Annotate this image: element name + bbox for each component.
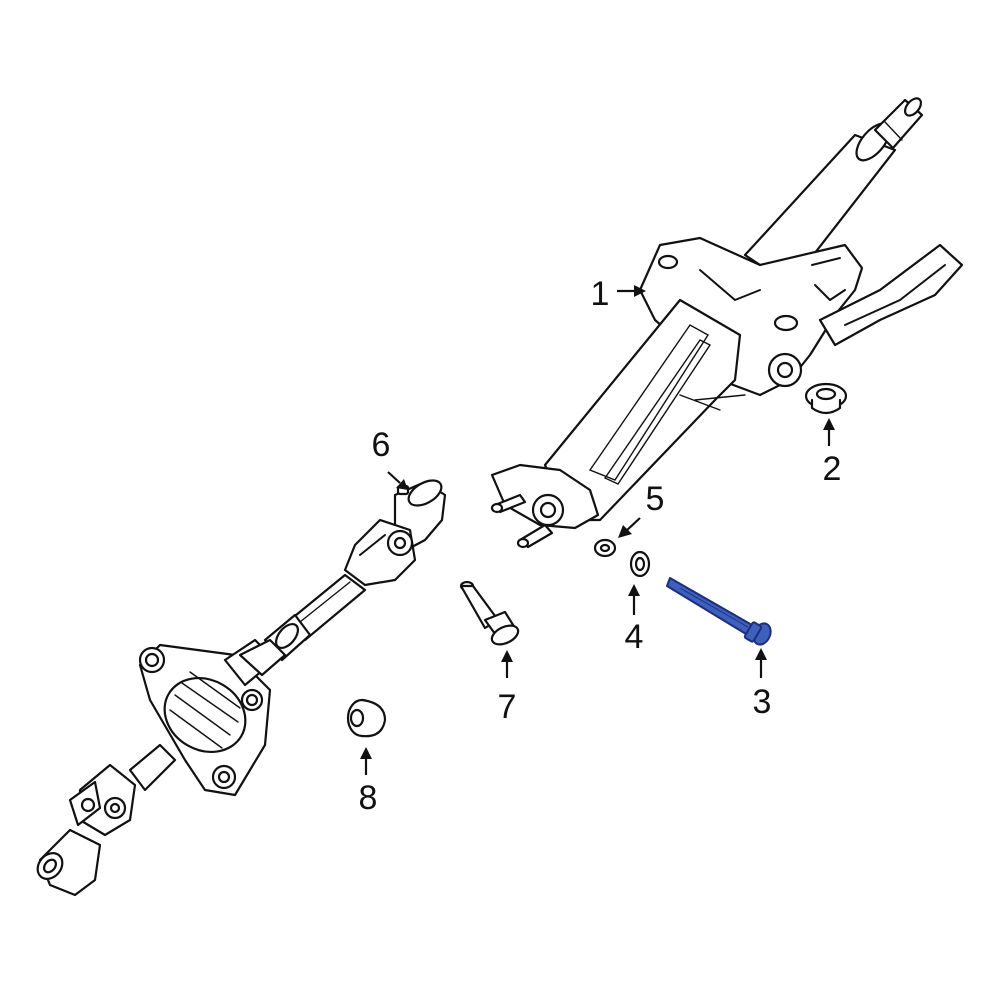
part-4-washer[interactable] — [629, 550, 651, 578]
part-7-stud[interactable] — [459, 580, 521, 648]
callout-4: 4 — [625, 618, 644, 656]
callout-7: 7 — [498, 688, 517, 726]
part-6-intermediate-shaft[interactable] — [33, 475, 447, 897]
callout-6: 6 — [372, 426, 391, 464]
part-2-nut[interactable] — [804, 382, 848, 415]
callout-5: 5 — [646, 480, 665, 518]
part-3-bolt[interactable] — [666, 577, 774, 647]
callout-arrows — [360, 285, 835, 775]
part-8-nut[interactable] — [346, 698, 387, 738]
callout-1: 1 — [591, 275, 610, 313]
callout-3: 3 — [753, 683, 772, 721]
part-1-steering-column[interactable] — [490, 95, 964, 549]
callout-2: 2 — [823, 450, 842, 488]
callout-8: 8 — [359, 779, 378, 817]
part-5-washer[interactable] — [593, 538, 617, 558]
